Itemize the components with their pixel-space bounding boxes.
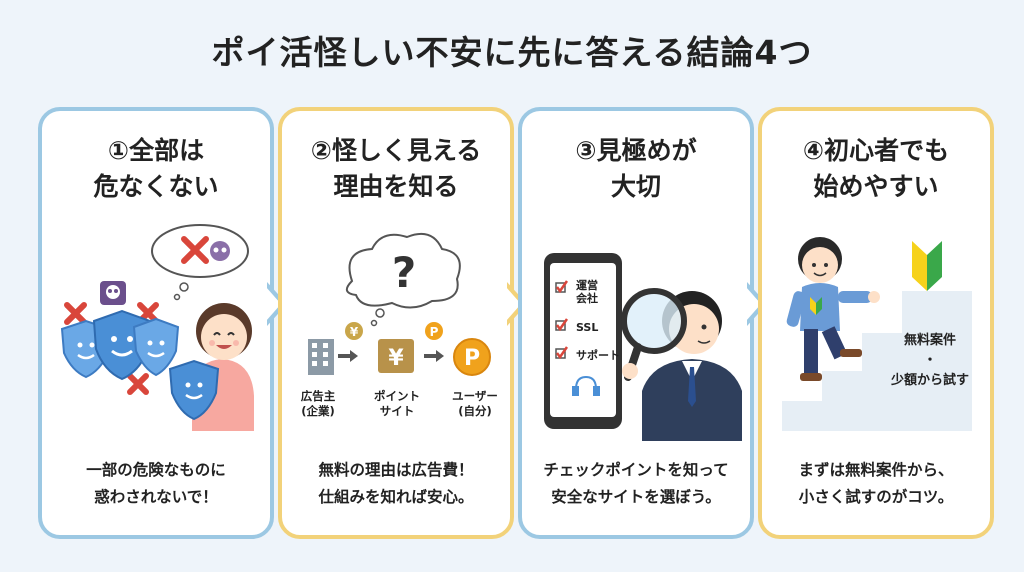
step-label-line: 少額から試す <box>890 373 969 388</box>
card-title: ④初心者でも 始めやすい <box>762 133 990 205</box>
flow-label-point-site: ポイント サイト <box>362 389 432 419</box>
flow-label-line: 広告主 <box>300 389 336 403</box>
flow-label-line: (企業) <box>301 404 335 418</box>
inspector-illustration <box>544 253 742 441</box>
card-caption: 一部の危険なものに 惑わされないで！ <box>42 457 270 511</box>
card-caption-line: 惑わされないで！ <box>94 488 218 506</box>
card-title-line: ①全部は <box>107 136 205 165</box>
card-caption: チェックポイントを知って 安全なサイトを選ぼう。 <box>522 457 750 511</box>
card-title-line: 大切 <box>610 172 661 201</box>
flow-label-line: ユーザー <box>452 389 498 403</box>
check-item-line: 会社 <box>576 292 598 305</box>
step-label-line: ・ <box>923 353 937 368</box>
shield-icon <box>132 317 180 377</box>
beginner-mark-icon <box>912 241 942 291</box>
skull-icon <box>100 281 126 305</box>
skull-icon <box>210 241 230 261</box>
card-caption-line: 小さく試すのがコツ。 <box>798 488 954 506</box>
check-mark-icon <box>556 280 569 360</box>
x-mark-icon <box>64 302 159 395</box>
boy-figure <box>786 237 880 381</box>
card-title: ③見極めが 大切 <box>522 133 750 205</box>
headset-icon <box>572 375 600 396</box>
arrow-icon <box>338 350 444 362</box>
building-icon <box>308 339 334 375</box>
step-label: 無料案件 ・ 少額から試す <box>870 331 990 391</box>
card-discernment: ③見極めが 大切 <box>518 107 754 539</box>
card-caption-line: 仕組みを知れば安心。 <box>318 488 474 506</box>
svg-text:P: P <box>464 346 480 371</box>
card-title: ②怪しく見える 理由を知る <box>282 133 510 205</box>
card-caption: 無料の理由は広告費！ 仕組みを知れば安心。 <box>282 457 510 511</box>
check-item-line: 運営 <box>576 279 598 292</box>
flow-label-advertiser: 広告主 (企業) <box>288 389 348 419</box>
x-mark-icon <box>181 236 209 264</box>
beginner-stairs-illustration <box>782 237 972 431</box>
card-caption-line: 無料の理由は広告費！ <box>318 461 474 479</box>
card-not-all-dangerous: ①全部は 危なくない <box>38 107 274 539</box>
yen-box-icon: ¥ <box>378 339 414 373</box>
card-title-line: 理由を知る <box>333 172 459 201</box>
stairs <box>782 291 972 431</box>
svg-text:P: P <box>430 325 439 339</box>
flow-label-line: サイト <box>379 404 415 418</box>
shield-woman-illustration <box>60 224 254 431</box>
question-mark-icon: ? <box>392 248 416 297</box>
shield-icon <box>168 359 220 421</box>
card-know-reason: ②怪しく見える 理由を知る ? ¥ ¥ P <box>278 107 514 539</box>
check-item-line: サポート <box>576 349 620 362</box>
card-title-line: ③見極めが <box>575 136 697 165</box>
page-title: ポイ活怪しい不安に先に答える結論4つ <box>211 33 813 72</box>
card-caption-line: まずは無料案件から、 <box>798 461 954 479</box>
card-title-line: 始めやすい <box>813 172 939 201</box>
magnifying-glass-icon <box>621 288 687 381</box>
card-caption-line: 一部の危険なものに <box>86 461 226 479</box>
step-label-line: 無料案件 <box>903 333 956 348</box>
card-title-line: ④初心者でも <box>802 136 950 165</box>
card-title-line: ②怪しく見える <box>310 136 482 165</box>
card-caption-line: チェックポイントを知って <box>543 461 729 479</box>
thought-bubble <box>345 233 461 327</box>
ad-flow-illustration: ? ¥ ¥ P P <box>308 233 491 376</box>
svg-text:¥: ¥ <box>388 346 404 371</box>
check-item-company: 運営 会社 <box>576 279 598 305</box>
check-item-ssl: SSL <box>576 321 598 334</box>
card-title-line: 危なくない <box>93 172 219 201</box>
check-item-support: サポート <box>576 349 620 362</box>
point-coin-icon: P <box>425 322 443 340</box>
check-item-line: SSL <box>576 321 599 334</box>
flow-label-user: ユーザー (自分) <box>442 389 508 419</box>
card-title: ①全部は 危なくない <box>42 133 270 205</box>
svg-text:¥: ¥ <box>350 325 359 339</box>
point-coin-icon: P <box>453 338 491 376</box>
card-caption-line: 安全なサイトを選ぼう。 <box>551 488 721 506</box>
smartphone-icon <box>544 253 622 429</box>
card-caption: まずは無料案件から、 小さく試すのがコツ。 <box>762 457 990 511</box>
yen-coin-icon: ¥ <box>345 322 363 340</box>
flow-label-line: ポイント <box>374 389 420 403</box>
flow-label-line: (自分) <box>458 404 492 418</box>
card-beginner-friendly: ④初心者でも 始めやすい 無料案件 ・ <box>758 107 994 539</box>
